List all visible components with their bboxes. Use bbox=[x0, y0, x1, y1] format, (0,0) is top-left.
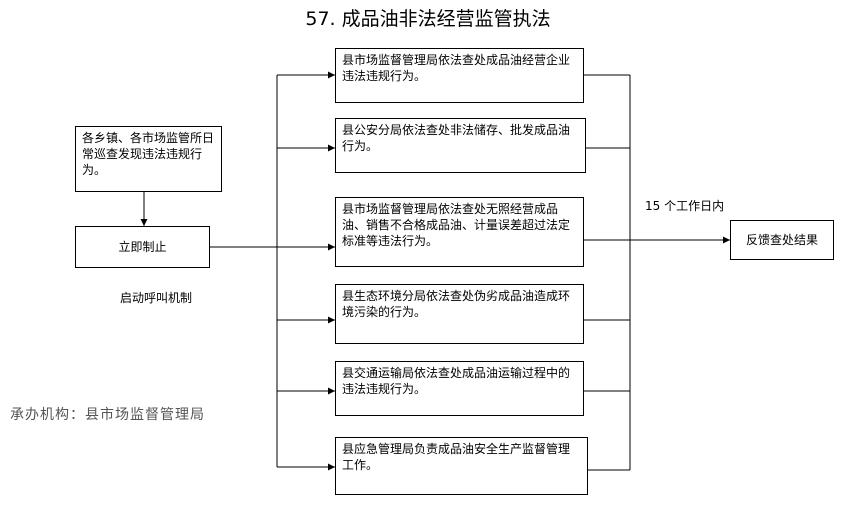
action-text-6: 县应急管理局负责成品油安全生产监督管理工作。 bbox=[342, 442, 571, 472]
organizer-label: 承办机构：县市场监督管理局 bbox=[10, 407, 205, 423]
action-text-4: 县生态环境分局依法查处伪劣成品油造成环境污染的行为。 bbox=[342, 289, 571, 319]
stop-box: 立即制止 bbox=[75, 226, 210, 268]
action-box-2: 县公安分局依法查处非法储存、批发成品油行为。 bbox=[335, 118, 586, 173]
action-box-5: 县交通运输局依法查处成品油运输过程中的违法违规行为。 bbox=[335, 361, 584, 416]
page-title: 57. 成品油非法经营监管执法 bbox=[305, 8, 551, 30]
action-box-4: 县生态环境分局依法查处伪劣成品油造成环境污染的行为。 bbox=[335, 284, 584, 344]
action-box-6: 县应急管理局负责成品油安全生产监督管理工作。 bbox=[335, 437, 588, 495]
result-box: 反馈查处结果 bbox=[730, 220, 834, 260]
duration-label: 15 个工作日内 bbox=[645, 199, 725, 213]
action-text-1: 县市场监督管理局依法查处成品油经营企业违法违规行为。 bbox=[342, 53, 571, 83]
discovery-box: 各乡镇、各市场监管所日常巡查发现违法违规行为。 bbox=[75, 126, 222, 192]
action-box-1: 县市场监督管理局依法查处成品油经营企业违法违规行为。 bbox=[335, 48, 584, 103]
discovery-text: 各乡镇、各市场监管所日常巡查发现违法违规行为。 bbox=[82, 131, 215, 177]
action-text-3: 县市场监督管理局依法查处无照经营成品油、销售不合格成品油、计量误差超过法定标准等… bbox=[342, 202, 571, 248]
action-text-2: 县公安分局依法查处非法储存、批发成品油行为。 bbox=[342, 123, 571, 153]
stop-text: 立即制止 bbox=[118, 240, 167, 254]
action-box-3: 县市场监督管理局依法查处无照经营成品油、销售不合格成品油、计量误差超过法定标准等… bbox=[335, 197, 584, 267]
mechanism-label: 启动呼叫机制 bbox=[120, 291, 193, 305]
result-text: 反馈查处结果 bbox=[745, 233, 818, 247]
action-text-5: 县交通运输局依法查处成品油运输过程中的违法违规行为。 bbox=[342, 366, 571, 396]
